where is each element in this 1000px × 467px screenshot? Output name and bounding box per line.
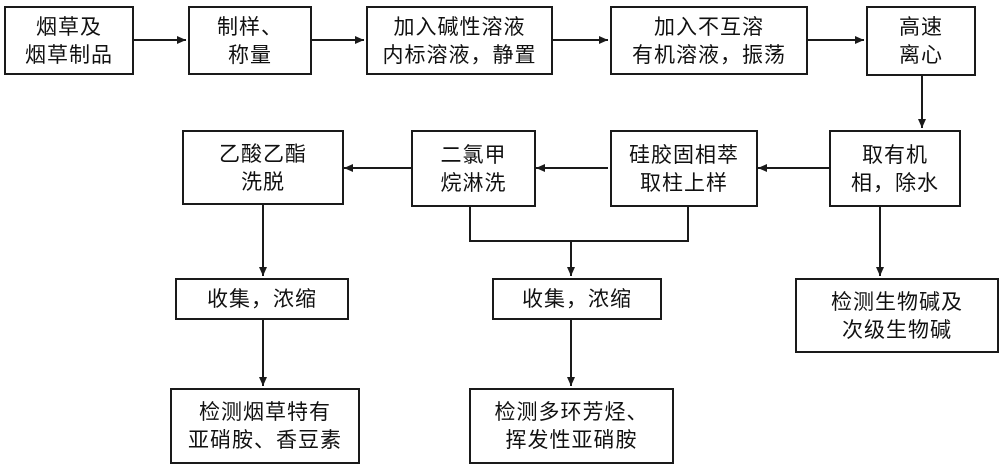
- node-collect-concentrate-middle: 收集，浓缩: [492, 278, 662, 320]
- node-line: 内标溶液，静置: [382, 42, 537, 67]
- node-line: 烷淋洗: [440, 170, 507, 195]
- node-line: 次级生物碱: [842, 317, 952, 342]
- node-detect-pah: 检测多环芳烃、 挥发性亚硝胺: [469, 388, 674, 464]
- node-ethyl-acetate: 乙酸乙酯 洗脱: [182, 130, 344, 205]
- node-line: 有机溶液，振荡: [632, 42, 786, 67]
- node-line: 高速: [899, 15, 943, 39]
- node-line: 烟草制品: [25, 42, 113, 67]
- node-detect-alkaloids: 检测生物碱及 次级生物碱: [795, 278, 999, 353]
- node-line: 加入碱性溶液: [393, 14, 526, 39]
- node-line: 加入不互溶: [654, 14, 764, 39]
- node-line: 二氯甲: [440, 142, 507, 167]
- node-line: 检测多环芳烃、: [494, 400, 649, 424]
- node-line: 离心: [899, 43, 943, 67]
- node-line: 相，除水: [851, 170, 939, 195]
- node-line: 检测生物碱及: [831, 289, 963, 314]
- node-centrifuge: 高速 离心: [866, 6, 976, 76]
- node-line: 检测烟草特有: [199, 400, 331, 424]
- node-detect-tsna: 检测烟草特有 亚硝胺、香豆素: [170, 388, 360, 464]
- node-line: 称量: [228, 42, 272, 67]
- node-line: 硅胶固相萃: [629, 142, 739, 167]
- node-add-alkaline: 加入碱性溶液 内标溶液，静置: [366, 6, 553, 75]
- node-line: 取有机: [862, 142, 928, 167]
- merge-n8-n7: [469, 207, 689, 242]
- node-organic-phase: 取有机 相，除水: [829, 130, 961, 207]
- node-add-organic: 加入不互溶 有机溶液，振荡: [610, 6, 808, 75]
- node-line: 洗脱: [241, 169, 285, 194]
- node-line: 制样、: [217, 14, 283, 39]
- node-spe-column: 硅胶固相萃 取柱上样: [610, 130, 758, 207]
- node-line: 挥发性亚硝胺: [505, 428, 638, 452]
- node-collect-concentrate-left: 收集，浓缩: [175, 278, 349, 320]
- node-line: 取柱上样: [640, 170, 728, 195]
- node-line: 亚硝胺、香豆素: [188, 428, 342, 452]
- node-line: 烟草及: [36, 14, 102, 39]
- node-line: 乙酸乙酯: [219, 141, 307, 166]
- node-dcm-wash: 二氯甲 烷淋洗: [411, 130, 536, 207]
- node-line: 收集，浓缩: [207, 287, 317, 311]
- node-sample-prep: 制样、 称量: [188, 6, 312, 75]
- node-line: 收集，浓缩: [522, 287, 632, 311]
- node-tobacco-products: 烟草及 烟草制品: [4, 6, 134, 75]
